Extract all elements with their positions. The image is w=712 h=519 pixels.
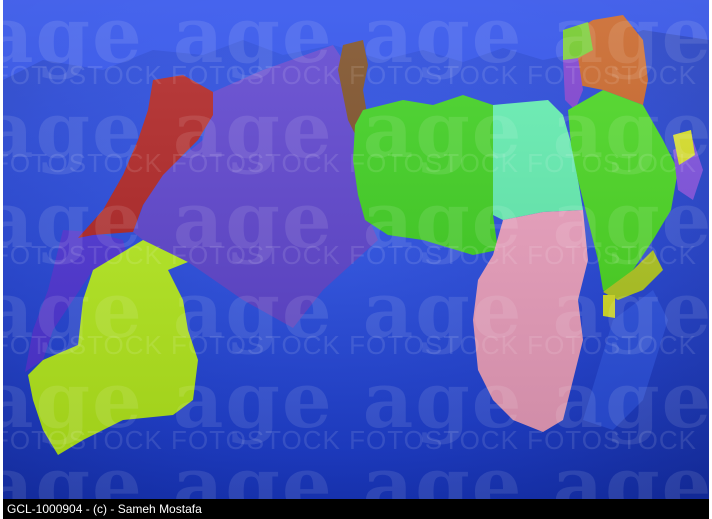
caption-bar: GCL-1000904 - (c) - Sameh Mostafa — [3, 499, 709, 519]
arab-world-map-image: age age age age age FOTOSTOCK FOTOSTOCK … — [3, 0, 709, 499]
image-caption: GCL-1000904 - (c) - Sameh Mostafa — [7, 502, 202, 516]
lighting-overlay — [3, 0, 709, 499]
map-svg — [3, 0, 709, 499]
